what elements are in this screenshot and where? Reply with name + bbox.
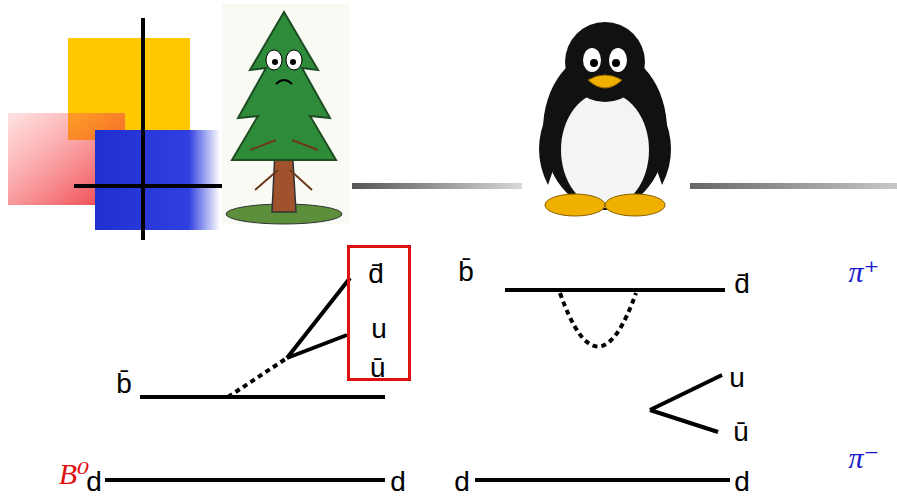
header-rule — [690, 183, 897, 189]
quark-label: d — [454, 468, 470, 496]
meson-label: π⁻ — [849, 443, 880, 473]
deco-line — [141, 18, 145, 240]
quark-label: b̄ — [116, 370, 132, 398]
meson-label: B⁰ — [59, 459, 89, 489]
quark-label: u — [371, 315, 387, 343]
deco-line — [74, 184, 228, 188]
quark-label: ū — [370, 354, 386, 382]
quark-label: b̄ — [458, 258, 474, 286]
meson-label: π⁺ — [849, 257, 880, 287]
quark-label: d — [734, 468, 750, 496]
quark-label: ū — [733, 418, 749, 446]
penguin-cartoon — [539, 22, 671, 216]
highlight-box: d̄ uū — [347, 245, 411, 381]
deco-square — [95, 130, 220, 230]
quark-lines — [105, 278, 730, 480]
quark-label: d — [390, 468, 406, 496]
quark-label: u — [729, 364, 745, 392]
tree-cartoon — [222, 4, 350, 224]
header-rule — [352, 183, 522, 189]
quark-label: d̄ — [734, 270, 750, 298]
quark-label: d̄ — [368, 260, 384, 288]
